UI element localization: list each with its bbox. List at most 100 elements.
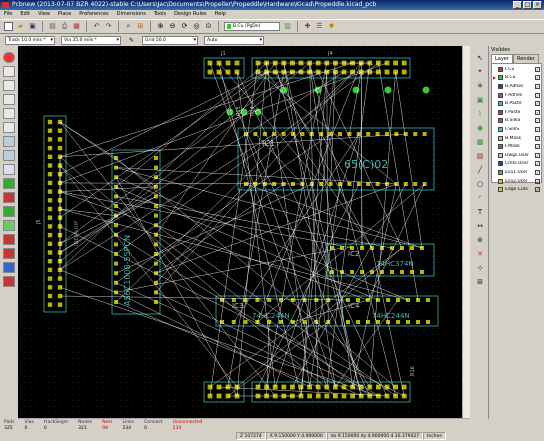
undo-icon[interactable]: ↶ <box>93 22 100 30</box>
via-size-select[interactable]: Via 35.0 mils * <box>61 35 121 45</box>
microwave-toolbar-icon[interactable] <box>3 262 15 273</box>
layer-row[interactable]: F.Adhes✓ <box>493 91 540 100</box>
track-sketch-icon[interactable] <box>3 234 15 245</box>
zoom-out-icon[interactable]: ⊖ <box>169 22 176 30</box>
layer-row[interactable]: F.Paste✓ <box>493 108 540 117</box>
layer-visible-checkbox[interactable]: ✓ <box>535 161 540 167</box>
new-board-icon[interactable] <box>4 22 13 31</box>
help-icon[interactable]: ✸ <box>328 22 335 30</box>
polar-coords-icon[interactable] <box>3 80 15 91</box>
zoom-in-icon[interactable]: ⊕ <box>157 22 164 30</box>
layer-row[interactable]: B.Mask✓ <box>493 134 540 143</box>
layer-visible-checkbox[interactable]: ✓ <box>535 126 540 132</box>
autoroute-icon[interactable]: ✚ <box>304 22 311 30</box>
layer-visible-checkbox[interactable]: ✓ <box>535 118 540 124</box>
cursor-shape-icon[interactable] <box>3 122 15 133</box>
layer-row[interactable]: F.SilkS✓ <box>493 125 540 134</box>
offset-origin-icon[interactable]: ⊹ <box>477 263 483 272</box>
units-inch-icon[interactable] <box>3 94 15 105</box>
layer-pair-icon[interactable]: ▥ <box>284 22 291 30</box>
layer-row[interactable]: B.Adhes✓ <box>493 82 540 91</box>
maximize-button[interactable]: □ <box>523 1 532 9</box>
auto-track-width-icon[interactable]: ✎ <box>128 36 135 44</box>
layer-color-swatch[interactable] <box>498 135 503 141</box>
zoom-selection-icon[interactable]: ⊙ <box>205 22 212 30</box>
layer-color-swatch[interactable] <box>498 126 503 132</box>
zoom-fit-icon[interactable]: ◎ <box>193 22 200 30</box>
layer-color-swatch[interactable] <box>498 101 503 107</box>
menu-tools[interactable]: Tools <box>153 11 167 17</box>
redo-icon[interactable]: ↷ <box>105 22 112 30</box>
layer-visible-checkbox[interactable]: ✓ <box>535 83 540 89</box>
layer-visible-checkbox[interactable]: ✓ <box>535 152 540 158</box>
drc-off-icon[interactable] <box>3 52 15 63</box>
layer-row[interactable]: Edge.Cuts✓ <box>493 185 540 194</box>
menu-preferences[interactable]: Preferences <box>79 11 109 17</box>
grid-select[interactable]: Grid 50.0 <box>142 35 198 45</box>
plot-icon[interactable]: ▦ <box>73 22 80 30</box>
layer-visible-checkbox[interactable]: ✓ <box>535 75 540 81</box>
layer-visible-checkbox[interactable]: ✓ <box>535 92 540 98</box>
add-circle-icon[interactable]: ○ <box>476 179 484 188</box>
find-icon[interactable]: ⌕ <box>126 22 131 30</box>
add-text-icon[interactable]: T <box>477 207 483 216</box>
tab-layer[interactable]: Layer <box>491 54 513 63</box>
print-icon[interactable]: ⎙ <box>61 22 68 30</box>
layer-row[interactable]: ▶B.Cu✓ <box>493 74 540 83</box>
track-width-select[interactable]: Track 10.0 mils * <box>5 35 55 45</box>
layer-visible-checkbox[interactable]: ✓ <box>535 101 540 107</box>
layer-visible-checkbox[interactable]: ✓ <box>535 169 540 175</box>
layer-color-swatch[interactable] <box>498 118 503 124</box>
pad-sketch-icon[interactable] <box>3 206 15 217</box>
layer-select[interactable]: B.Cu (PgDn) <box>224 22 280 31</box>
layer-row[interactable]: B.Paste✓ <box>493 99 540 108</box>
menu-file[interactable]: File <box>4 11 13 17</box>
layer-color-swatch[interactable] <box>498 144 503 150</box>
layer-color-swatch[interactable] <box>498 92 503 98</box>
add-module-icon[interactable]: ▣ <box>476 95 484 104</box>
layer-row[interactable]: Eco1.User✓ <box>493 168 540 177</box>
add-zone-icon[interactable]: ▩ <box>476 137 484 146</box>
layer-color-swatch[interactable] <box>498 161 503 167</box>
delete-icon[interactable]: ✕ <box>477 249 483 258</box>
add-line-icon[interactable]: ╱ <box>477 165 483 174</box>
module-ratsnest-icon[interactable] <box>3 150 15 161</box>
zone-fill-icon[interactable] <box>3 178 15 189</box>
layer-row[interactable]: Cmts.User✓ <box>493 160 540 169</box>
layer-color-swatch[interactable] <box>498 83 503 89</box>
zoom-redraw-icon[interactable]: ⟳ <box>181 22 188 30</box>
menu-help[interactable]: Help <box>214 11 226 17</box>
pcb-canvas[interactable]: J1 J4 J5 AS6C1008-55PCN IDE6R-DIP 65(C)0… <box>18 46 469 418</box>
units-mm-icon[interactable] <box>3 108 15 119</box>
close-button[interactable]: × <box>533 1 542 9</box>
layer-visible-checkbox[interactable]: ✓ <box>535 109 540 115</box>
layer-color-swatch[interactable] <box>498 169 503 175</box>
layer-row[interactable]: Eco2.User✓ <box>493 177 540 186</box>
menu-view[interactable]: View <box>38 11 50 17</box>
add-arc-icon[interactable]: ◜ <box>478 193 482 202</box>
layer-color-swatch[interactable] <box>498 178 503 184</box>
menu-design-rules[interactable]: Design Rules <box>174 11 207 17</box>
layer-visible-checkbox[interactable]: ✓ <box>535 178 540 184</box>
layer-visible-checkbox[interactable]: ✓ <box>535 66 540 72</box>
tab-render[interactable]: Render <box>512 54 539 63</box>
highlight-net-icon[interactable]: ⌖ <box>478 67 482 75</box>
layer-color-swatch[interactable] <box>498 109 503 115</box>
layer-color-swatch[interactable] <box>498 75 503 81</box>
layer-visible-checkbox[interactable]: ✓ <box>535 135 540 141</box>
via-sketch-icon[interactable] <box>3 220 15 231</box>
layer-color-swatch[interactable] <box>498 187 503 193</box>
layers-manager-icon[interactable] <box>3 276 15 287</box>
add-via-icon[interactable]: ◉ <box>476 123 484 132</box>
show-ratsnest-icon[interactable] <box>3 136 15 147</box>
layer-row[interactable]: B.SilkS✓ <box>493 117 540 126</box>
layer-row[interactable]: Dwgs.User✓ <box>493 151 540 160</box>
grid-origin-icon[interactable]: ⊞ <box>477 277 483 286</box>
add-track-icon[interactable]: ⌇ <box>478 109 482 118</box>
zone-outline-icon[interactable] <box>3 192 15 203</box>
open-icon[interactable]: ▰ <box>17 22 24 30</box>
high-contrast-icon[interactable] <box>3 248 15 259</box>
menu-edit[interactable]: Edit <box>20 11 31 17</box>
zoom-select[interactable]: Auto <box>204 35 264 45</box>
layer-color-swatch[interactable] <box>498 66 503 72</box>
